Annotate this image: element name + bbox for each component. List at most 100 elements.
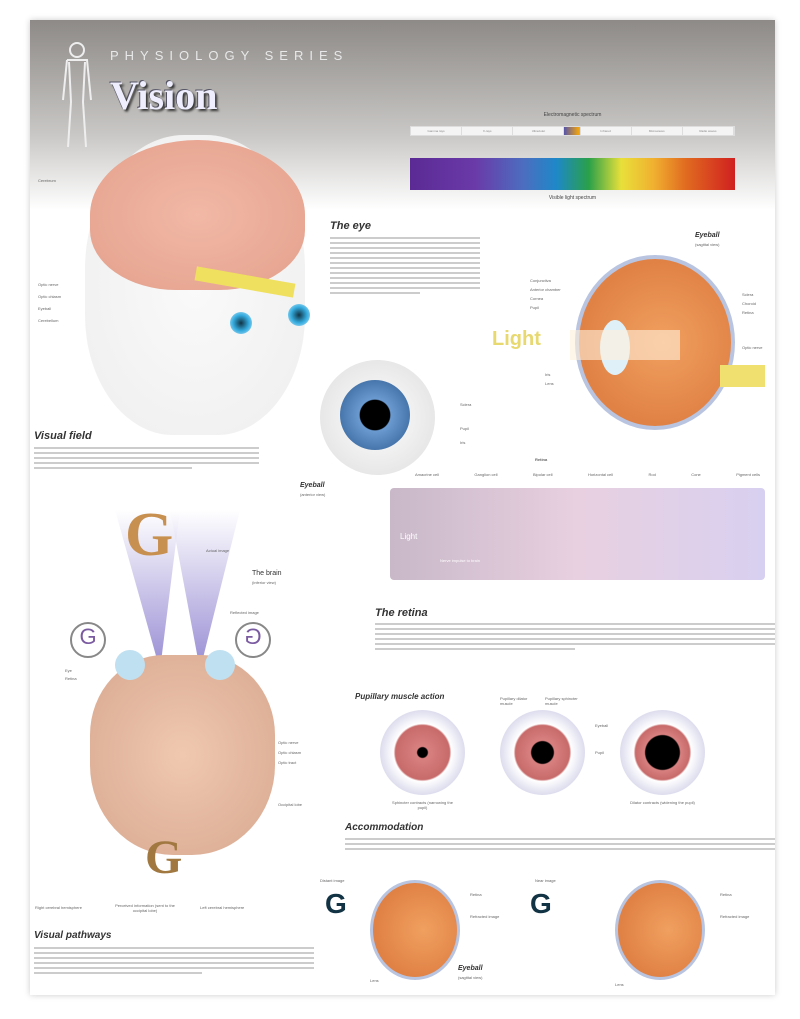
label: Cone [691, 472, 701, 477]
label: Pupil [595, 750, 604, 755]
sagittal-subtitle: (sagittal view) [695, 242, 720, 247]
near-g-icon: G [530, 888, 552, 919]
visual-field-heading: Visual field [34, 430, 92, 442]
label: Eyeball [38, 306, 52, 311]
accommodation-eyeball-sub: (sagittal view) [458, 975, 483, 980]
eye-left [115, 650, 145, 680]
label: Horizontal cell [587, 472, 614, 477]
label: Left cerebral hemisphere [200, 905, 245, 910]
label: Refracted image [470, 914, 500, 919]
label: Pupillary sphincter muscle [545, 696, 578, 706]
eye-right [205, 650, 235, 680]
label: Ganglion cell [474, 472, 498, 477]
label: Conjunctiva [530, 278, 551, 283]
eye-body-text [330, 234, 480, 297]
visible-band [564, 127, 581, 135]
label: Bipolar cell [532, 472, 553, 477]
reflected-g-right-icon: G [235, 622, 271, 658]
label: Actual image [206, 548, 230, 553]
label: Pupil [530, 305, 539, 310]
label: Lens [370, 978, 379, 983]
label: Reflected image [230, 610, 259, 615]
poster: PHYSIOLOGY SERIES Vision Electromagnetic… [30, 20, 775, 995]
pupil-dilated [620, 710, 705, 795]
eye-heading: The eye [330, 220, 371, 232]
label: Sclera [460, 402, 472, 407]
band: Radio waves [683, 127, 734, 135]
pupil-normal [500, 710, 585, 795]
visual-pathways-heading: Visual pathways [34, 930, 112, 941]
anterior-subtitle: (anterior view) [300, 492, 326, 497]
retina-body-text [375, 620, 775, 653]
visible-spectrum-bar [410, 158, 735, 190]
retina-signal-label: Nerve impulse to brain [440, 558, 481, 563]
label: Optic nerve [742, 345, 763, 350]
retina-cross-section [390, 488, 765, 580]
actual-g-icon: G [125, 501, 174, 569]
label: Refracted image [720, 914, 750, 919]
brain-subtitle: (inferior view) [252, 580, 277, 585]
label: Optic nerve [38, 282, 59, 287]
light-arrow [570, 330, 680, 360]
visual-field-rays [115, 510, 240, 670]
label: Right cerebral hemisphere [35, 905, 82, 910]
perceived-g-icon: G [145, 831, 183, 884]
label: Pupillary dilator muscle [500, 696, 528, 706]
page-title: Vision [110, 73, 218, 118]
label: Lens [615, 982, 624, 987]
series-label: PHYSIOLOGY SERIES [110, 48, 349, 63]
pupil-heading: Pupillary muscle action [355, 692, 445, 701]
retina-labels: Amacrine cell Ganglion cell Bipolar cell Ho… [415, 472, 760, 486]
label: Optic chiasm [278, 750, 302, 755]
visual-pathways-body-text [34, 944, 314, 977]
label: Rod [648, 472, 656, 477]
optic-nerve [720, 365, 765, 387]
label: Distant image [320, 878, 345, 883]
band: Ultraviolet [513, 127, 565, 135]
label: Near image [535, 878, 556, 883]
label: Sclera [742, 292, 754, 297]
eyeball-distant [370, 880, 460, 980]
label: Retina [742, 310, 754, 315]
label: Iris [545, 372, 551, 377]
spectrum-bands: Gamma rays X-rays Ultraviolet Infrared M… [410, 126, 735, 136]
retina-heading: The retina [375, 607, 428, 619]
label: Pigment cells [736, 472, 760, 477]
label: Amacrine cell [415, 472, 440, 477]
brain-inferior [90, 655, 275, 855]
sagittal-title: Eyeball [695, 232, 720, 239]
brain-title: The brain [252, 570, 282, 577]
label: Retina [720, 892, 732, 897]
label: Optic tract [278, 760, 297, 765]
visible-spectrum-label: Visible light spectrum [548, 195, 597, 201]
accommodation-eyeball-title: Eyeball [458, 965, 483, 972]
eye-right [288, 304, 310, 326]
accommodation-heading: Accommodation [345, 822, 424, 833]
reflected-g-left-icon: G [70, 622, 106, 658]
distant-g-icon: G [325, 888, 347, 919]
label: Choroid [742, 301, 757, 306]
iris [340, 380, 410, 450]
label: Occipital lobe [278, 802, 303, 807]
visual-field-body-text [34, 444, 259, 472]
caption: Sphincter contracts (narrowing the pupil… [392, 800, 453, 810]
retina-light-label: Light [400, 532, 418, 541]
label: Lens [545, 381, 554, 386]
retina-diagram-title: Retina [535, 457, 548, 462]
caption: Dilator contracts (widening the pupil) [630, 800, 695, 805]
label: Anterior chamber [530, 287, 561, 292]
label: Eye [65, 668, 72, 673]
label: Eyeball [595, 723, 609, 728]
anterior-title: Eyeball [300, 482, 325, 489]
label: Retina [470, 892, 482, 897]
accommodation-body-text [345, 835, 775, 853]
band: X-rays [462, 127, 514, 135]
label: Pupil [460, 426, 469, 431]
band: Infrared [581, 127, 632, 135]
pupil-constricted [380, 710, 465, 795]
human-figure-icon [62, 42, 92, 148]
eye-left [230, 312, 252, 334]
eyeball-near [615, 880, 705, 980]
